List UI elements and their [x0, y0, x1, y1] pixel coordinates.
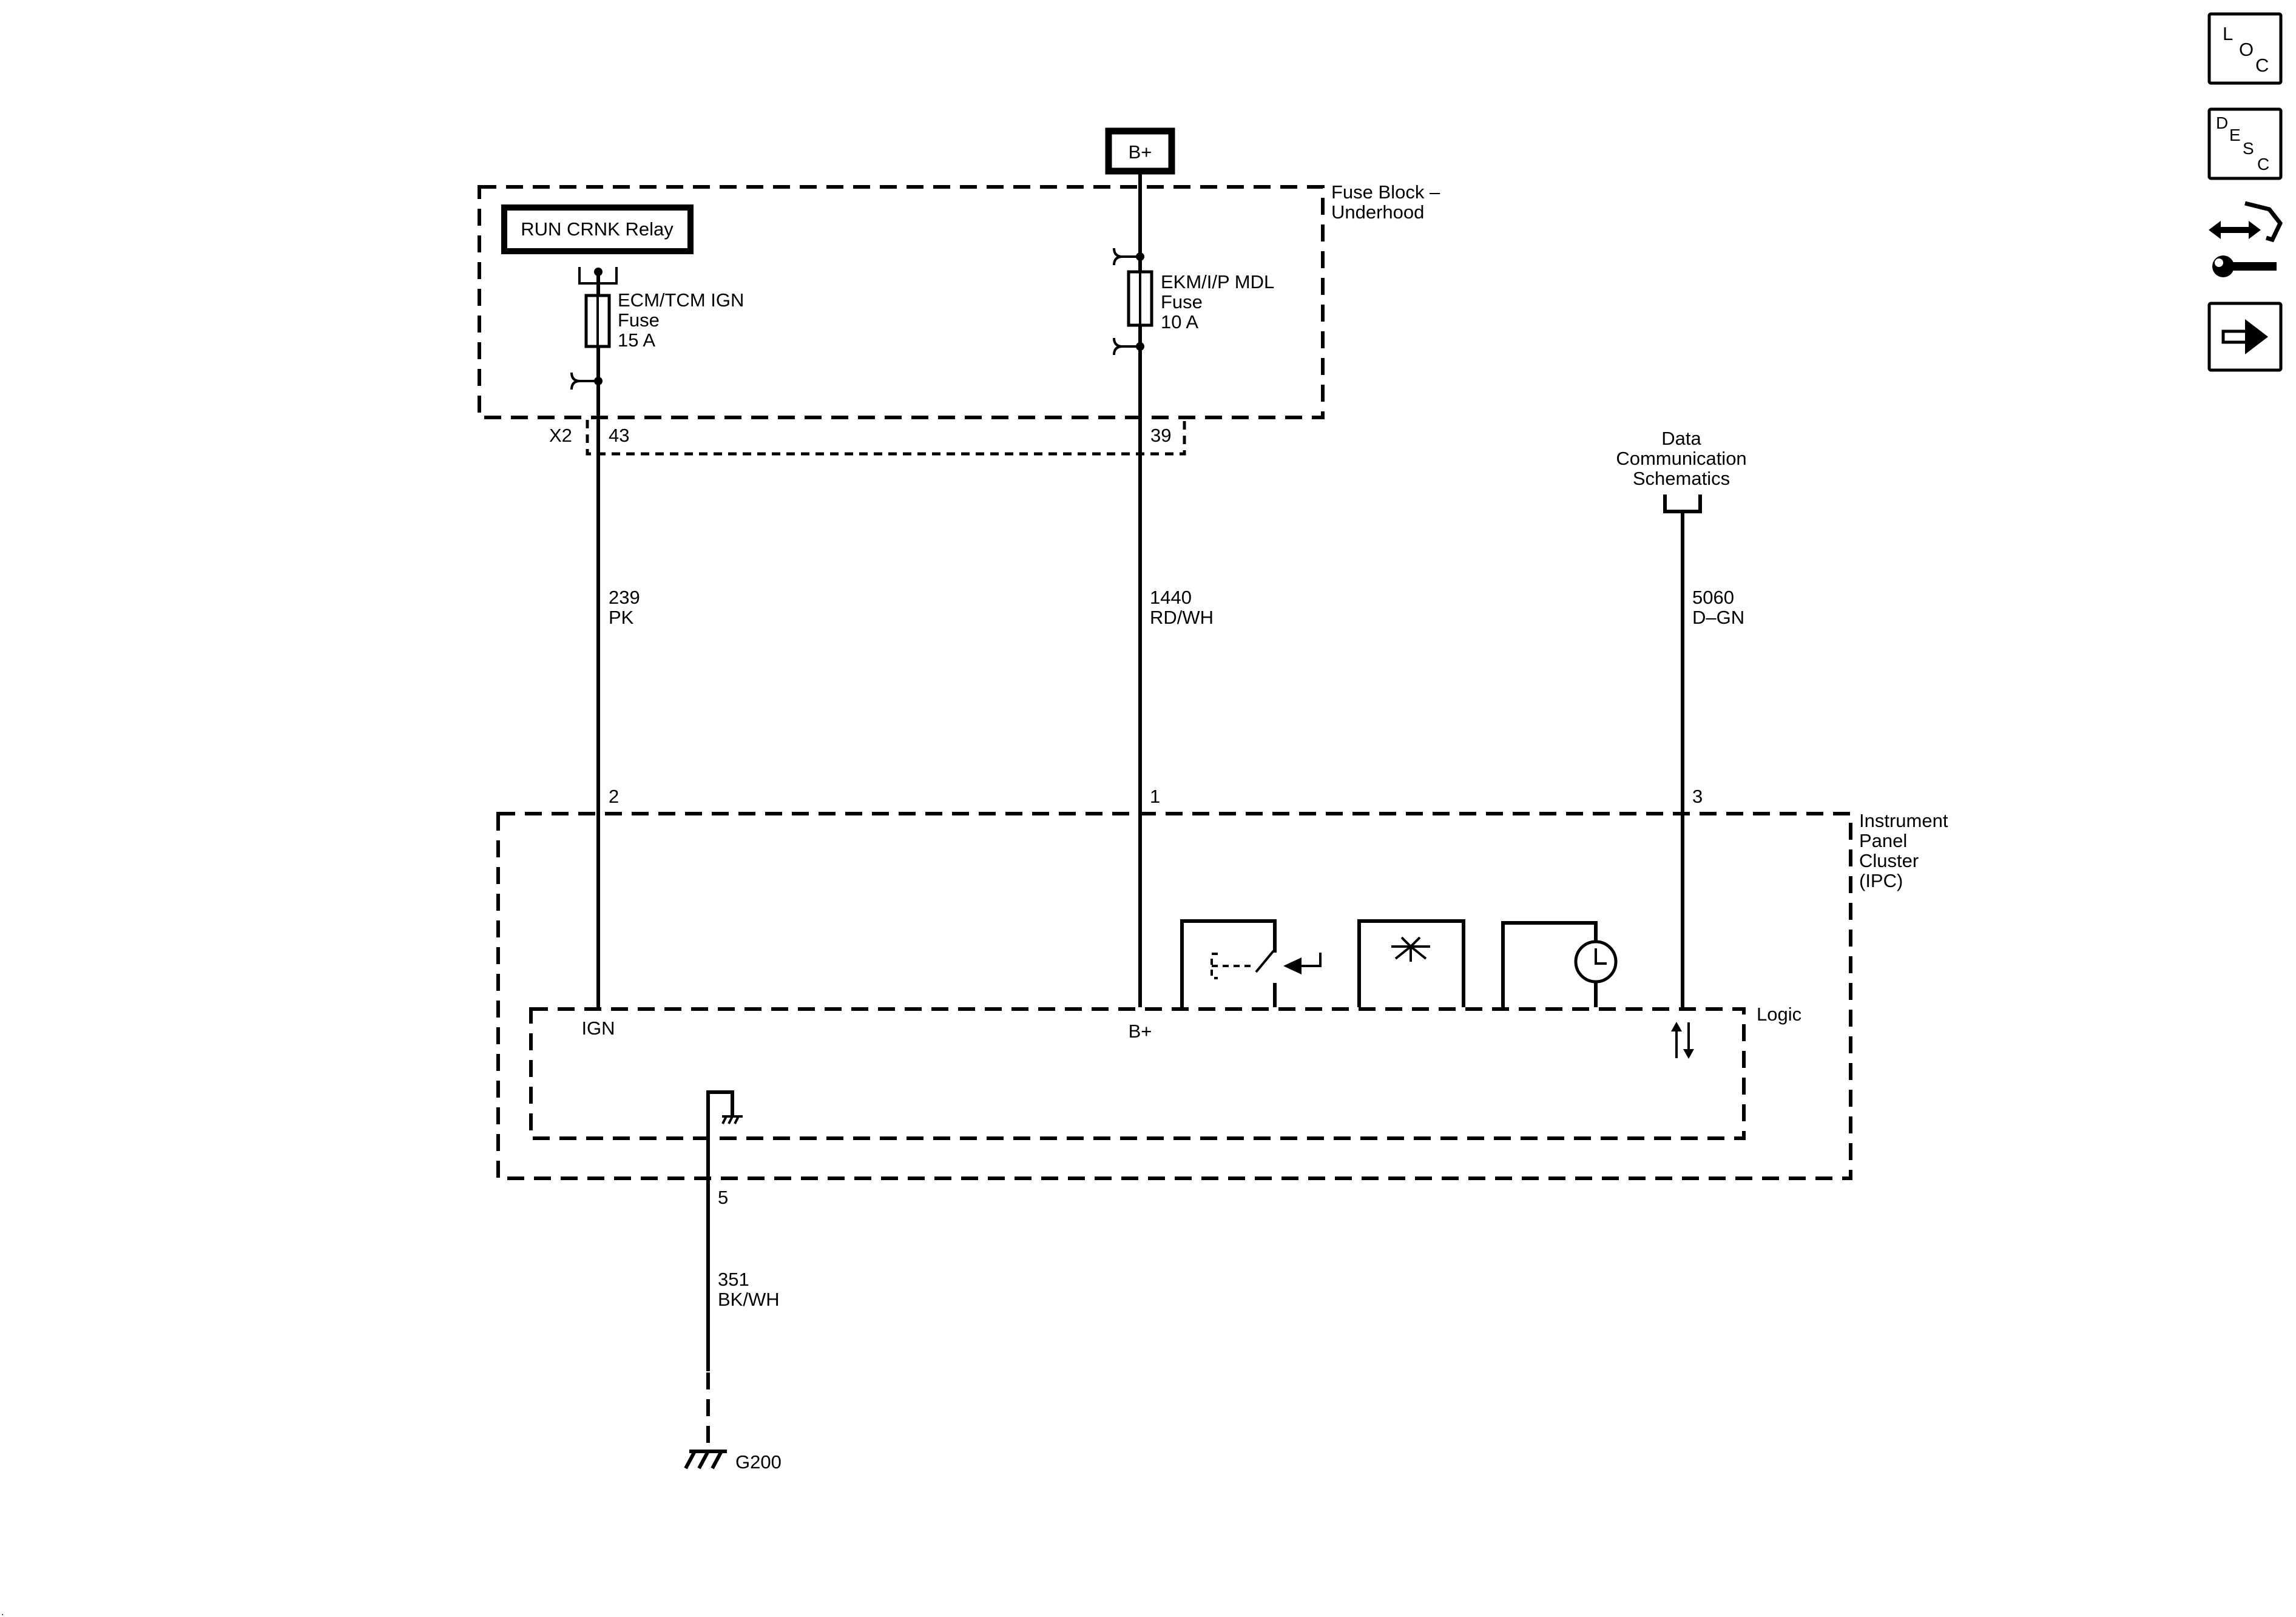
ipc-label-1: Instrument: [1859, 810, 1948, 831]
left-fuse-type: Fuse: [618, 309, 660, 331]
wire-1440-color: RD/WH: [1150, 607, 1214, 628]
ground-label: G200: [735, 1451, 782, 1473]
bplus-input-label: B+: [1129, 1021, 1152, 1042]
wire-239-circuit: 239: [609, 587, 640, 608]
wire-5060-color: D–GN: [1692, 607, 1744, 628]
loc-icon-letter-l: L: [2223, 23, 2233, 44]
wire-239-color: PK: [609, 607, 634, 628]
next-arrow-icon[interactable]: [2207, 302, 2283, 372]
data-comm-line-1: Data: [1661, 428, 1701, 449]
switch-input-icon: [1180, 919, 1322, 1007]
wire-351-circuit: 351: [718, 1269, 749, 1290]
fuse-block-outline: [478, 185, 1325, 419]
desc-icon-letter-d: D: [2216, 113, 2228, 132]
ipc-label-2: Panel: [1859, 830, 1907, 851]
ipc-pin-2: 2: [609, 786, 619, 807]
ipc-label-3: Cluster: [1859, 850, 1919, 871]
battery-source: B+: [1105, 127, 1175, 175]
loc-icon[interactable]: L O C: [2207, 12, 2283, 85]
connector-label: X2: [549, 425, 572, 446]
loc-icon-letter-c: C: [2255, 55, 2269, 76]
left-fuse-name: ECM/TCM IGN: [618, 289, 744, 311]
fuse-block-title-2: Underhood: [1331, 201, 1424, 223]
fuse-block-title-1: Fuse Block –: [1331, 181, 1440, 203]
right-fuse-rating: 10 A: [1161, 311, 1198, 333]
desc-icon[interactable]: D E S C: [2207, 107, 2283, 180]
ipc-ground-tab: [706, 1090, 734, 1178]
ground-g200-icon: [684, 1450, 727, 1470]
ipc-outline: [496, 812, 1852, 1180]
logic-label: Logic: [1757, 1004, 1801, 1025]
desc-icon-letter-s: S: [2243, 139, 2254, 158]
wire-351-color: BK/WH: [718, 1289, 780, 1310]
ign-input-label: IGN: [581, 1018, 615, 1039]
relay-label: RUN CRNK Relay: [521, 218, 674, 240]
ipc-pin-3: 3: [1692, 786, 1703, 807]
wire-5060-circuit: 5060: [1692, 587, 1734, 608]
indicator-lamp-icon: [1357, 919, 1465, 1007]
clock-timer-icon: [1501, 921, 1618, 1007]
bidirectional-data-icon: [1671, 1022, 1694, 1059]
wire-1440-circuit: 1440: [1150, 587, 1192, 608]
loc-icon-letter-o: O: [2239, 39, 2254, 60]
data-comm-line-2: Communication: [1616, 448, 1746, 469]
left-fuse-rating: 15 A: [618, 329, 655, 351]
ipc-pin-5: 5: [718, 1187, 728, 1208]
right-fuse-name: EKM/I/P MDL: [1161, 271, 1274, 292]
data-comm-line-3: Schematics: [1633, 468, 1730, 489]
data-comm-bracket: [1663, 495, 1702, 513]
ipc-pin-1: 1: [1150, 786, 1160, 807]
ipc-label-4: (IPC): [1859, 870, 1903, 891]
ecm-tcm-ign-fuse: [584, 294, 611, 348]
logic-outline: [529, 1007, 1746, 1140]
ekm-ip-mdl-fuse: [1127, 270, 1153, 327]
desc-icon-letter-c: C: [2257, 155, 2269, 174]
x2-connector-outline: [586, 420, 1186, 456]
connector-repair-icon[interactable]: [2209, 201, 2283, 277]
battery-source-label: B+: [1129, 141, 1152, 163]
run-crank-relay: RUN CRNK Relay: [501, 204, 694, 254]
connector-pin-43: 43: [609, 425, 629, 446]
connector-pin-39: 39: [1150, 425, 1171, 446]
right-fuse-type: Fuse: [1161, 291, 1203, 312]
desc-icon-letter-e: E: [2229, 126, 2241, 144]
corner-mark: .: [1, 1607, 4, 1617]
